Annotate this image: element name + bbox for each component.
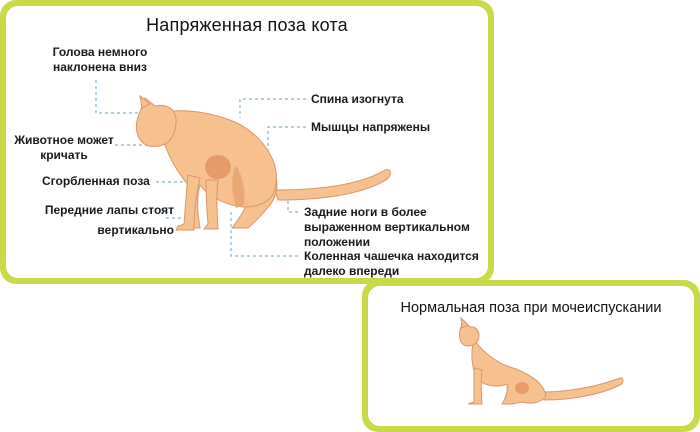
- leader-muscles: [267, 126, 306, 150]
- label-may-scream: Животное может кричать: [14, 133, 114, 162]
- label-kneecap: Коленная чашечка находится далеко вперед…: [304, 249, 479, 278]
- label-muscles-tense: Мышцы напряжены: [311, 120, 431, 134]
- normal-pose-panel: Нормальная поза при мочеиспускании: [362, 280, 700, 432]
- label-hunched-pose: Сгорбленная поза: [42, 174, 150, 188]
- normal-pose-title: Нормальная поза при мочеиспускании: [400, 300, 662, 316]
- tense-pose-title: Напряженная поза кота: [146, 15, 348, 35]
- tense-cat-thigh-shadow: [232, 165, 245, 208]
- label-head-tilted: Голова немного наклонена вниз: [52, 45, 148, 74]
- normal-cat-shadow: [515, 382, 529, 394]
- tense-cat-belly-shadow: [205, 155, 231, 179]
- leader-kneecap: [230, 210, 298, 257]
- label-hind-legs: Задние ноги в более выраженном вертикаль…: [304, 205, 470, 249]
- label-front-paws: Передние лапы стоят вертикально: [44, 203, 174, 237]
- label-back-arched: Спина изогнута: [311, 92, 404, 106]
- leader-hind-legs: [287, 200, 298, 213]
- leader-head-tilted: [95, 80, 140, 114]
- tense-pose-panel: Напряженная поза кота: [0, 0, 494, 284]
- normal-cat-illustration: [459, 316, 624, 405]
- leader-back-arched: [239, 98, 306, 118]
- tense-cat-illustration: [135, 94, 391, 231]
